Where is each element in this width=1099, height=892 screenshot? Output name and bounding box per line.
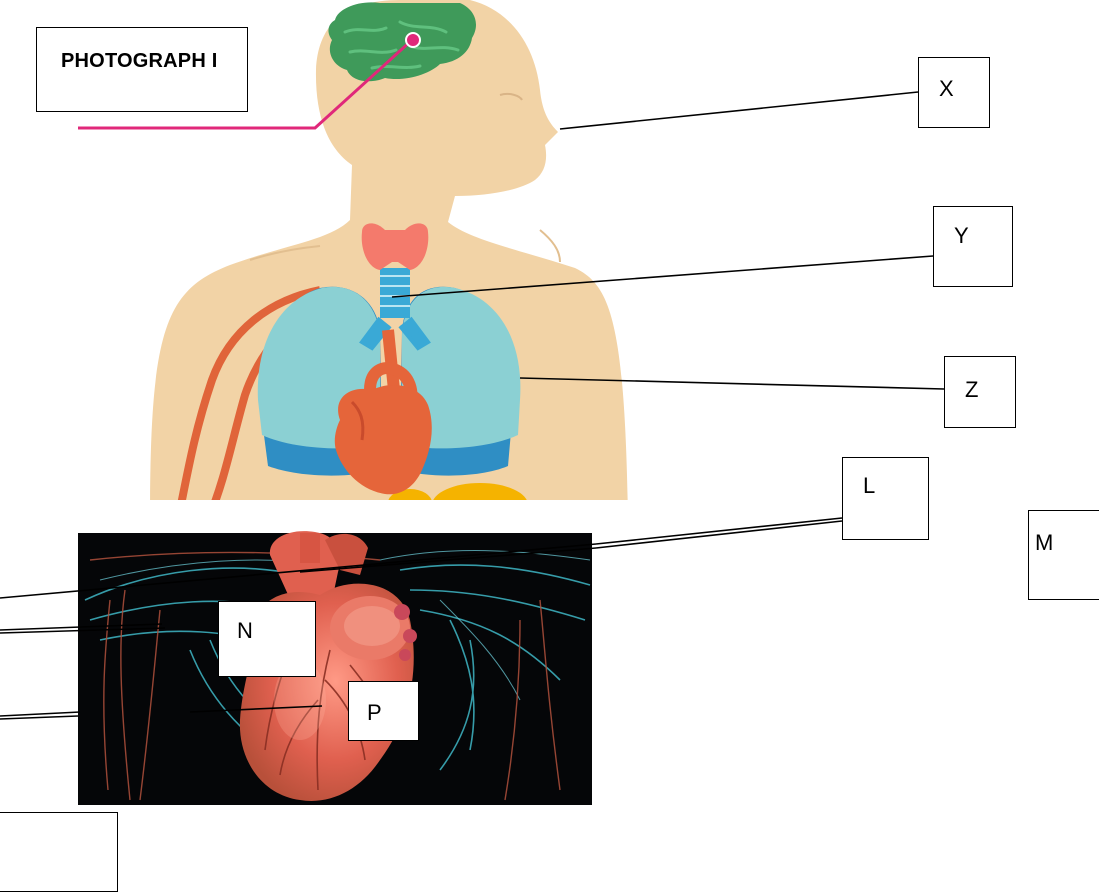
leader-x <box>560 92 918 129</box>
liver <box>432 483 528 527</box>
label-l: L <box>863 473 875 499</box>
label-box-z[interactable]: Z <box>944 356 1016 428</box>
label-y: Y <box>954 223 969 249</box>
label-box-l[interactable]: L <box>842 457 929 540</box>
label-z: Z <box>965 377 978 403</box>
label-m: M <box>1035 530 1053 556</box>
photograph-title: PHOTOGRAPH I <box>61 50 218 73</box>
label-box-y[interactable]: Y <box>933 206 1013 287</box>
heart-photograph <box>78 531 592 805</box>
leader-l <box>596 518 842 544</box>
label-x: X <box>939 76 954 102</box>
photograph-title-box: PHOTOGRAPH I <box>36 27 248 112</box>
label-box-n[interactable]: N <box>218 601 316 677</box>
label-box-x[interactable]: X <box>918 57 990 128</box>
label-box-empty[interactable] <box>0 812 118 892</box>
label-p: P <box>367 700 382 726</box>
label-box-m[interactable]: M <box>1028 510 1099 600</box>
label-box-p[interactable]: P <box>348 681 419 741</box>
label-n: N <box>237 618 253 644</box>
